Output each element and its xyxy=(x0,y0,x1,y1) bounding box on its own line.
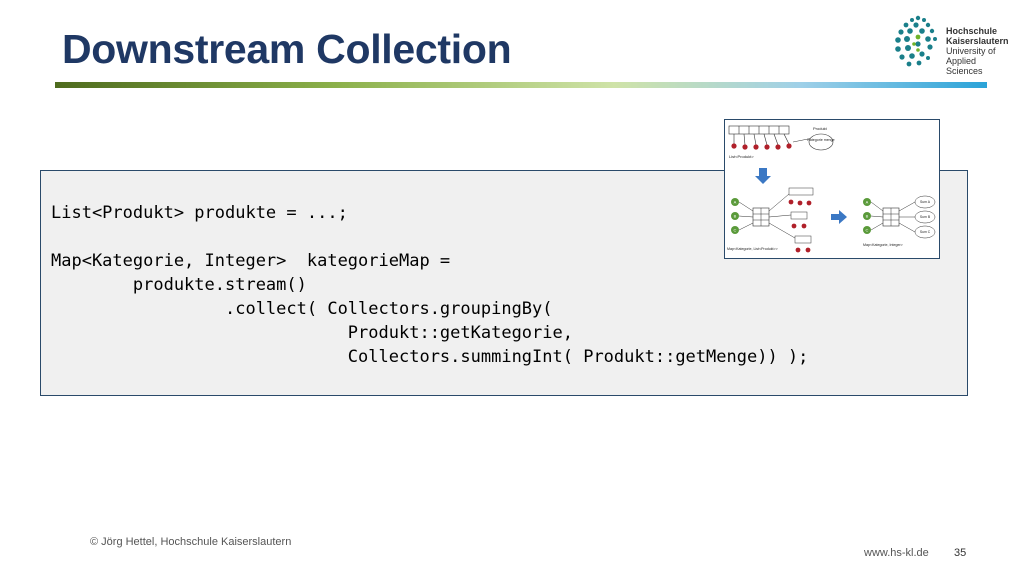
slide-title: Downstream Collection xyxy=(62,26,512,72)
produkt-label: Produkt xyxy=(813,126,828,131)
sum-b: Sum B xyxy=(920,215,931,219)
code-line-6: Produkt::getKategorie, xyxy=(51,323,573,343)
arrow-down-icon xyxy=(755,168,771,184)
university-logo: Hochschule Kaiserslautern University of … xyxy=(888,10,1009,76)
key-c-2: C xyxy=(866,228,869,233)
list-label: List<Produkt> xyxy=(729,154,754,159)
sum-a: Sum A xyxy=(920,200,931,204)
code-line-5: .collect( Collectors.groupingBy( xyxy=(51,299,553,319)
map-of-lists: A B C Map<Kategorie, List<Produkt>> xyxy=(727,187,814,253)
key-a: A xyxy=(734,200,737,205)
code-line-1: List<Produkt> produkte = ...; xyxy=(51,203,348,223)
footer-url[interactable]: www.hs-kl.de xyxy=(864,547,929,559)
logo-text: Hochschule Kaiserslautern University of … xyxy=(946,26,1009,76)
logo-line-1: Hochschule xyxy=(946,26,998,36)
page-number: 35 xyxy=(954,547,967,559)
logo-line-3: University of xyxy=(946,46,996,56)
hs-kl-logo-icon xyxy=(895,15,937,67)
logo-line-2: Kaiserslautern xyxy=(946,36,1009,46)
title-divider xyxy=(55,82,987,88)
bubble-label: Kategorie menge xyxy=(807,138,834,142)
grouping-diagram-svg: List<Produkt> Produkt Kategorie menge A … xyxy=(727,125,936,253)
key-b-2: B xyxy=(866,214,869,219)
product-list: List<Produkt> Produkt Kategorie menge xyxy=(728,125,835,159)
arrow-right-icon xyxy=(831,210,847,224)
sum-c: Sum C xyxy=(920,230,931,234)
logo-line-4: Applied Sciences xyxy=(946,56,983,76)
grouping-diagram: List<Produkt> Produkt Kategorie menge A … xyxy=(724,119,940,259)
code-line-4: produkte.stream() xyxy=(51,275,307,295)
code-text: List<Produkt> produkte = ...; Map<Katego… xyxy=(51,201,808,369)
map-of-integers: A B C Sum A Sum B Sum C Map<Kategorie, I… xyxy=(863,195,936,247)
map-list-label: Map<Kategorie, List<Produkt>> xyxy=(727,247,778,251)
code-line-7: Collectors.summingInt( Produkt::getMenge… xyxy=(51,347,809,367)
key-c: C xyxy=(734,228,737,233)
key-a-2: A xyxy=(866,200,869,205)
map-int-label: Map<Kategorie, Integer> xyxy=(863,243,903,247)
key-b: B xyxy=(734,214,737,219)
footer-copyright: © Jörg Hettel, Hochschule Kaiserslautern xyxy=(90,536,292,548)
code-line-3: Map<Kategorie, Integer> kategorieMap = xyxy=(51,251,451,271)
